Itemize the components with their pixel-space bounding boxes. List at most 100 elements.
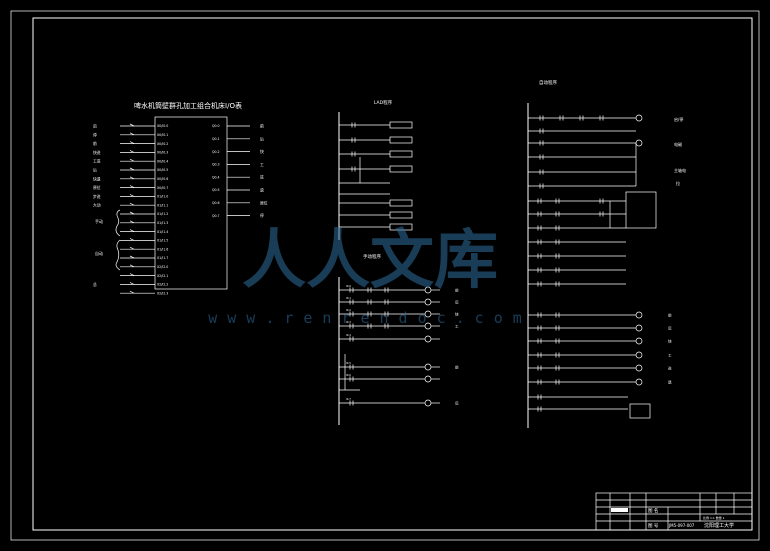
- coil-name: 前: [455, 288, 459, 293]
- input-address: X1/I1.2: [157, 212, 168, 216]
- contact-address: I0.6: [346, 373, 351, 377]
- input-address: X0/I0.0: [157, 124, 168, 128]
- switch-blade: [129, 290, 135, 294]
- output-address: Q0.3: [212, 163, 220, 167]
- switch-blade: [129, 202, 135, 206]
- output-coil: [424, 298, 432, 306]
- input-name: 前: [93, 141, 97, 146]
- output-address: Q0.6: [212, 201, 220, 205]
- switch-blade: [129, 238, 135, 241]
- title-block-frame: [595, 492, 753, 531]
- output-address: Q0.4: [212, 175, 220, 179]
- output-name: 进: [260, 175, 264, 180]
- io-outputs: Q0.0Q0.1Q0.2Q0.3Q0.4Q0.5Q0.6Q0.7前后快工进退原位…: [212, 124, 268, 219]
- input-address: X1/I1.7: [157, 256, 168, 260]
- switch-blade: [129, 273, 135, 276]
- input-address: X1/I1.5: [157, 239, 168, 243]
- input-address: X0/I0.4: [157, 159, 168, 163]
- input-address: X0/I0.5: [157, 168, 168, 172]
- watermark: 人人文库 www.renrendoc.com: [208, 224, 532, 327]
- title-block-school: 沈阳理工大学: [704, 522, 734, 529]
- switch-blade: [129, 220, 135, 224]
- input-name: 步进: [93, 194, 101, 199]
- output-coil: [424, 375, 432, 383]
- input-address: X1/I1.4: [157, 230, 168, 234]
- coil-name: 退: [668, 380, 672, 385]
- coil-name: 快: [668, 339, 672, 344]
- output-coil: [424, 363, 432, 371]
- coil-name: 后: [455, 300, 459, 305]
- output-name: 前: [260, 124, 264, 129]
- output-address: Q0.2: [212, 150, 220, 154]
- input-address: X1/I1.1: [157, 203, 168, 207]
- drawing-title: 啤水机筒壁群孔加工组合机床I/O表: [134, 101, 242, 110]
- input-name: 原位: [93, 185, 101, 190]
- switch-blade: [129, 185, 135, 188]
- output-name: 停: [260, 213, 264, 218]
- io-inputs: X0/I0.0X0/I0.1X0/I0.2X0/I0.3X0/I0.4X0/I0…: [120, 123, 168, 295]
- contact-address: I0.3: [346, 320, 351, 324]
- contact-address: I0.5: [346, 361, 351, 365]
- watermark-text: 人人文库: [242, 224, 498, 298]
- title-block-code: JM5-097-007: [668, 523, 695, 528]
- switch-blade: [129, 264, 135, 268]
- function-block: [389, 223, 413, 231]
- output-coil: [635, 114, 643, 122]
- input-address: X1/I1.0: [157, 195, 168, 199]
- input-name: 快进: [93, 150, 101, 155]
- right-label-pull: 拉: [676, 180, 680, 186]
- input-name: 总: [93, 282, 97, 287]
- output-coil: [424, 335, 432, 343]
- output-coil: [424, 399, 432, 407]
- right-label-start: 启/停: [674, 116, 683, 122]
- right-label-spindle: 主轴电: [674, 167, 686, 173]
- switch-blade: [129, 229, 135, 232]
- contact-address: I0.4: [346, 333, 351, 337]
- counter-box: [629, 403, 651, 419]
- input-address: X0/I0.6: [157, 177, 168, 181]
- input-name: 工进: [93, 159, 101, 164]
- switch-blade: [129, 167, 135, 171]
- switch-blade: [129, 158, 135, 162]
- contact-address: I0.1: [346, 296, 351, 300]
- switch-blade: [129, 176, 135, 180]
- mid-top-ladder: [339, 121, 413, 231]
- input-name: 后: [93, 168, 97, 173]
- io-table: X0/I0.0X0/I0.1X0/I0.2X0/I0.3X0/I0.4X0/I0…: [93, 116, 268, 295]
- output-address: Q0.1: [212, 137, 220, 141]
- inner-border: [32, 17, 753, 531]
- input-name: 大动: [93, 203, 101, 208]
- input-name: 停: [93, 132, 97, 137]
- input-address: X0/I0.3: [157, 151, 168, 155]
- switch-blade: [129, 123, 135, 127]
- title-block-scale: 比例 1:1 数量 1: [703, 515, 725, 520]
- input-address: X2/I2.0: [157, 265, 168, 269]
- watermark-url: www.renrendoc.com: [208, 309, 532, 327]
- switch-blade: [129, 211, 135, 215]
- output-address: Q0.5: [212, 188, 220, 192]
- output-name: 后: [260, 136, 264, 141]
- contact-address: I0.7: [346, 397, 351, 401]
- bracket-auto: [115, 239, 121, 271]
- switch-blade: [129, 282, 135, 285]
- switch-blade: [129, 246, 135, 250]
- output-name: 快: [260, 149, 264, 154]
- function-block: [389, 136, 413, 144]
- coil-name: 前: [668, 313, 672, 318]
- switch-blade: [129, 255, 135, 259]
- output-name: 工: [260, 162, 264, 167]
- input-address: X2/I2.1: [157, 274, 168, 278]
- output-address: Q0.7: [212, 214, 220, 218]
- switch-blade: [129, 141, 135, 144]
- coil-name: 进: [668, 366, 672, 371]
- title-block: 图 名 图 号 JM5-097-007 沈阳理工大学 比例 1:1 数量 1: [595, 492, 753, 531]
- output-coil: [635, 351, 643, 359]
- output-name: 原位: [260, 200, 268, 205]
- function-block: [389, 211, 413, 219]
- output-name: 退: [260, 188, 264, 193]
- coil-name: 前: [455, 365, 459, 370]
- output-coil: [635, 364, 643, 372]
